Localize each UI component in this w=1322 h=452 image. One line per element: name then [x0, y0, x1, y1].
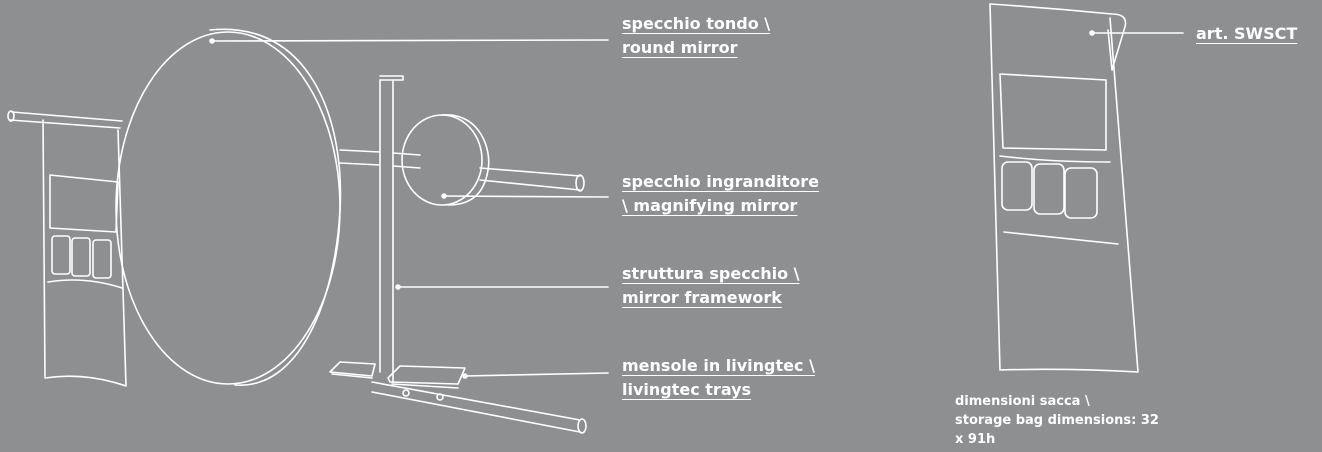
- leader-lines: [209, 30, 1184, 379]
- towel-rail-left: [7, 110, 123, 129]
- bag-dimensions-line3: x 91h: [955, 432, 996, 447]
- trays-label-line1: mensole in livingtec \: [622, 356, 815, 375]
- magnifying-mirror-label-line1: specchio ingranditore: [622, 172, 819, 191]
- round-mirror-label: specchio tondo \ round mirror: [622, 12, 770, 60]
- mirror-framework-label-line2: mirror framework: [622, 288, 782, 307]
- round-mirror: [115, 28, 342, 386]
- mirror-framework-label: struttura specchio \ mirror framework: [622, 262, 799, 310]
- magnifying-mirror: [401, 114, 490, 206]
- magnifying-mirror-label: specchio ingranditore \ magnifying mirro…: [622, 170, 819, 218]
- mirror-framework-label-line1: struttura specchio \: [622, 264, 800, 283]
- storage-bag-left: [42, 119, 127, 387]
- bag-dimensions-line2: storage bag dimensions: 32: [955, 413, 1159, 428]
- trays-label: mensole in livingtec \ livingtec trays: [622, 354, 815, 402]
- mirror-framework: [339, 75, 585, 383]
- round-mirror-label-line1: specchio tondo \: [622, 14, 771, 33]
- bag-dimensions-line1: dimensioni sacca \: [955, 394, 1090, 409]
- article-code-label: art. SWSCT: [1196, 22, 1297, 46]
- trays-label-line2: livingtec trays: [622, 380, 752, 399]
- storage-bag-right: [989, 3, 1139, 373]
- magnifying-mirror-label-line2: \ magnifying mirror: [622, 196, 798, 215]
- livingtec-trays: [329, 361, 587, 434]
- bag-dimensions-note: dimensioni sacca \ storage bag dimension…: [955, 392, 1159, 449]
- round-mirror-label-line2: round mirror: [622, 38, 738, 57]
- article-code: art. SWSCT: [1196, 24, 1298, 43]
